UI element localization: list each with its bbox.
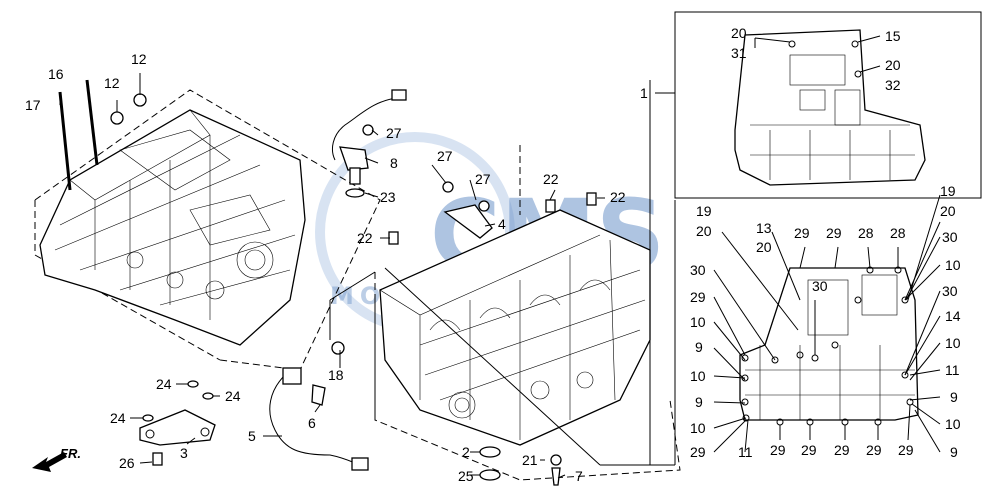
callout-18: 18 [328,367,344,383]
upper-crankcase-group-box [34,89,381,371]
callout-15: 15 [885,28,901,44]
callout-20-b: 20 [885,57,901,73]
callout-10-e: 10 [945,335,961,351]
callout-20-c: 20 [696,223,712,239]
callout-10-c: 10 [690,420,706,436]
callout-labels: 1 2 3 4 5 6 7 8 9 9 9 9 10 10 10 10 10 1… [25,25,961,484]
callout-24-a: 24 [156,376,172,392]
callout-26: 26 [119,455,135,471]
callout-24-b: 24 [225,388,241,404]
leader-lines [59,35,941,479]
callout-7: 7 [575,468,583,484]
callout-30-a: 30 [690,262,706,278]
callout-28-a: 28 [858,225,874,241]
callout-12-a: 12 [104,75,120,91]
callout-30-d: 30 [942,283,958,299]
callout-1: 1 [640,85,648,101]
callout-10-f: 10 [945,416,961,432]
callout-19-b: 19 [940,183,956,199]
callout-9-a: 9 [695,339,703,355]
callout-8: 8 [390,155,398,171]
callout-32: 32 [885,77,901,93]
callout-27-c: 27 [475,171,491,187]
front-direction-arrow: FR. [32,446,81,472]
callout-21: 21 [522,452,538,468]
callout-12-b: 12 [131,51,147,67]
callout-29-h: 29 [866,442,882,458]
callout-11-b: 11 [945,362,960,378]
callout-22-a: 22 [543,171,559,187]
callout-14: 14 [945,308,961,324]
callout-29-e: 29 [770,442,786,458]
lower-crankcase [379,209,651,446]
callout-30-b: 30 [812,278,828,294]
callout-22-c: 22 [357,230,373,246]
callout-29-a: 29 [794,225,810,241]
callout-17: 17 [25,97,41,113]
callout-2: 2 [462,444,470,460]
callout-25: 25 [458,468,474,484]
callout-29-d: 29 [690,444,706,460]
callout-13: 13 [756,220,772,236]
front-direction-label: FR. [60,446,81,461]
callout-11-a: 11 [738,444,753,460]
callout-20-a: 20 [731,25,747,41]
callout-31: 31 [731,45,747,61]
lower-crankcase-group-box [374,145,681,481]
callout-9-b: 9 [695,394,703,410]
callout-24-c: 24 [110,410,126,426]
callout-9-c: 9 [950,389,958,405]
callout-30-c: 30 [942,229,958,245]
lower-gasket-view [739,266,919,426]
callout-16: 16 [48,66,64,82]
callout-29-g: 29 [834,442,850,458]
callout-29-i: 29 [898,442,914,458]
callout-6: 6 [308,415,316,431]
callout-10-b: 10 [690,368,706,384]
callout-20-e: 20 [940,203,956,219]
callout-9-d: 9 [950,444,958,460]
callout-19-a: 19 [696,203,712,219]
harness-and-sensors [139,89,597,486]
upper-gasket-view [674,11,982,199]
callout-4: 4 [498,216,506,232]
callout-29-b: 29 [826,225,842,241]
callout-10-d: 10 [945,257,961,273]
callout-28-b: 28 [890,225,906,241]
callout-29-f: 29 [801,442,817,458]
callout-27-a: 27 [386,125,402,141]
callout-5: 5 [248,428,256,444]
callout-20-d: 20 [756,239,772,255]
upper-crankcase [39,79,306,346]
callout-23: 23 [380,189,396,205]
callout-3: 3 [180,445,188,461]
callout-27-b: 27 [437,148,453,164]
callout-22-b: 22 [610,189,626,205]
callout-10-a: 10 [690,314,706,330]
callout-29-c: 29 [690,289,706,305]
